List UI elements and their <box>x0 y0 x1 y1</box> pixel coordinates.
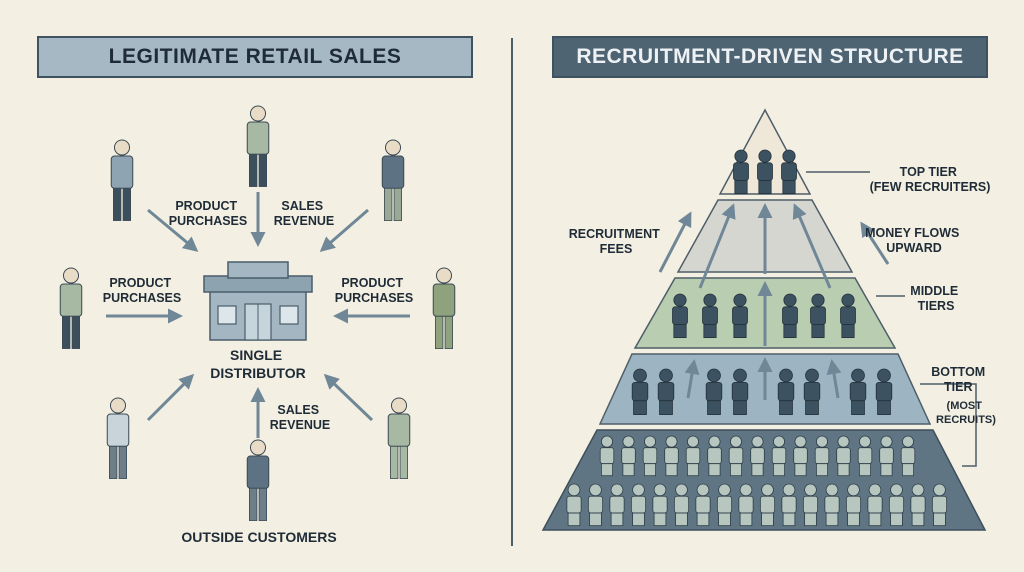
flow-label-left: PRODUCT PURCHASES <box>103 276 182 305</box>
customer-figure-2 <box>246 105 270 187</box>
lower-tier-figure-4 <box>731 368 749 415</box>
customer-figures <box>59 105 456 521</box>
panel-divider <box>511 38 513 546</box>
customer-figure-7 <box>387 397 411 479</box>
bottom-tier-figure-31 <box>888 483 905 527</box>
flow-arrows-left <box>106 192 410 438</box>
flow-label-top-left: PRODUCT PURCHASES <box>169 199 248 228</box>
bottom-tier-figure-2 <box>621 435 636 477</box>
bottom-tier-figure-20 <box>652 483 668 527</box>
bottom-tier-figure-26 <box>781 483 797 527</box>
bottom-tier-figure-9 <box>771 435 787 477</box>
outside-customers-label: OUTSIDE CUSTOMERS <box>181 529 336 545</box>
leader-lines <box>806 171 977 467</box>
customer-figure-5 <box>432 267 456 349</box>
bottom-tier-figure-13 <box>857 435 873 477</box>
top-tier-figure-3 <box>781 149 797 195</box>
middle-tier-figure-6 <box>840 293 856 339</box>
bottom-tier-figure-30 <box>867 483 883 527</box>
middle-tiers-label: MIDDLE TIERS <box>910 284 961 313</box>
bottom-tier-figure-25 <box>759 483 776 527</box>
bottom-tier-figure-5 <box>685 435 701 477</box>
lower-tier-figure-3 <box>705 368 723 415</box>
bottom-tier-figure-21 <box>673 483 690 527</box>
middle-tier-figure-2 <box>702 293 718 339</box>
lower-tier-figure-2 <box>657 368 675 415</box>
bottom-tier-figure-16 <box>566 483 582 527</box>
customer-figure-4 <box>59 267 83 349</box>
bottom-tier-figure-17 <box>587 483 604 527</box>
lower-tier-figure-6 <box>803 368 821 415</box>
customer-figure-1 <box>110 139 134 221</box>
middle-tier-figure-5 <box>810 293 826 339</box>
bottom-tier-figure-14 <box>879 435 894 477</box>
bottom-tier-figure-23 <box>716 483 733 527</box>
bottom-tier-figure-3 <box>642 435 658 477</box>
lower-tier-figure-1 <box>631 368 649 415</box>
legitimate-retail-title: LEGITIMATE RETAIL SALES <box>37 36 473 78</box>
flow-label-top-right: SALES REVENUE <box>274 199 334 228</box>
bottom-tier-figure-18 <box>609 483 625 527</box>
bottom-tier-figure-22 <box>695 483 711 527</box>
customer-figure-3 <box>381 139 405 221</box>
bottom-tier-figure-8 <box>750 435 765 477</box>
bottom-tier-figure-33 <box>931 483 948 527</box>
top-tier-figure-2 <box>757 149 773 195</box>
middle-tier-figure-1 <box>672 293 688 339</box>
distributor-label: SINGLE DISTRIBUTOR <box>210 347 305 381</box>
top-tier-figure-1 <box>733 149 749 195</box>
recruitment-structure-title: RECRUITMENT-DRIVEN STRUCTURE <box>552 36 988 78</box>
bottom-tier-figure-4 <box>664 435 679 477</box>
lower-tier-figure-8 <box>875 368 893 415</box>
recruit-figures <box>566 149 948 527</box>
middle-tier-figure-3 <box>732 293 748 339</box>
customer-figure-8 <box>246 439 270 521</box>
bottom-tier-figure-19 <box>630 483 647 527</box>
lower-tier-figure-5 <box>777 368 795 415</box>
recruitment-fees-label: RECRUITMENT FEES <box>569 227 663 256</box>
customer-figure-6 <box>106 397 130 479</box>
bottom-tier-figure-1 <box>599 435 615 477</box>
middle-tier-figure-4 <box>782 293 798 339</box>
bottom-tier-figure-24 <box>738 483 754 527</box>
bottom-tier-figure-7 <box>728 435 744 477</box>
flow-arrows-right <box>658 203 890 400</box>
flow-label-bottom: SALES REVENUE <box>270 403 330 432</box>
money-flows-label: MONEY FLOWS UPWARD <box>865 226 963 255</box>
distributor-store-icon <box>203 261 313 341</box>
bottom-tier-figure-29 <box>845 483 862 527</box>
bottom-tier-figure-15 <box>900 435 916 477</box>
top-tier-label: TOP TIER (FEW RECRUITERS) <box>870 165 991 194</box>
bottom-tier-label: BOTTOM TIER (MOST RECRUITS) <box>931 365 996 426</box>
lower-tier-figure-7 <box>849 368 867 415</box>
flow-label-right: PRODUCT PURCHASES <box>335 276 414 305</box>
bottom-tier-figure-10 <box>793 435 808 477</box>
bottom-tier-figure-32 <box>910 483 926 527</box>
bottom-tier-figure-11 <box>814 435 830 477</box>
bottom-tier-figure-6 <box>707 435 722 477</box>
bottom-tier-figure-28 <box>824 483 840 527</box>
bottom-tier-figure-27 <box>802 483 819 527</box>
bottom-tier-figure-12 <box>836 435 851 477</box>
